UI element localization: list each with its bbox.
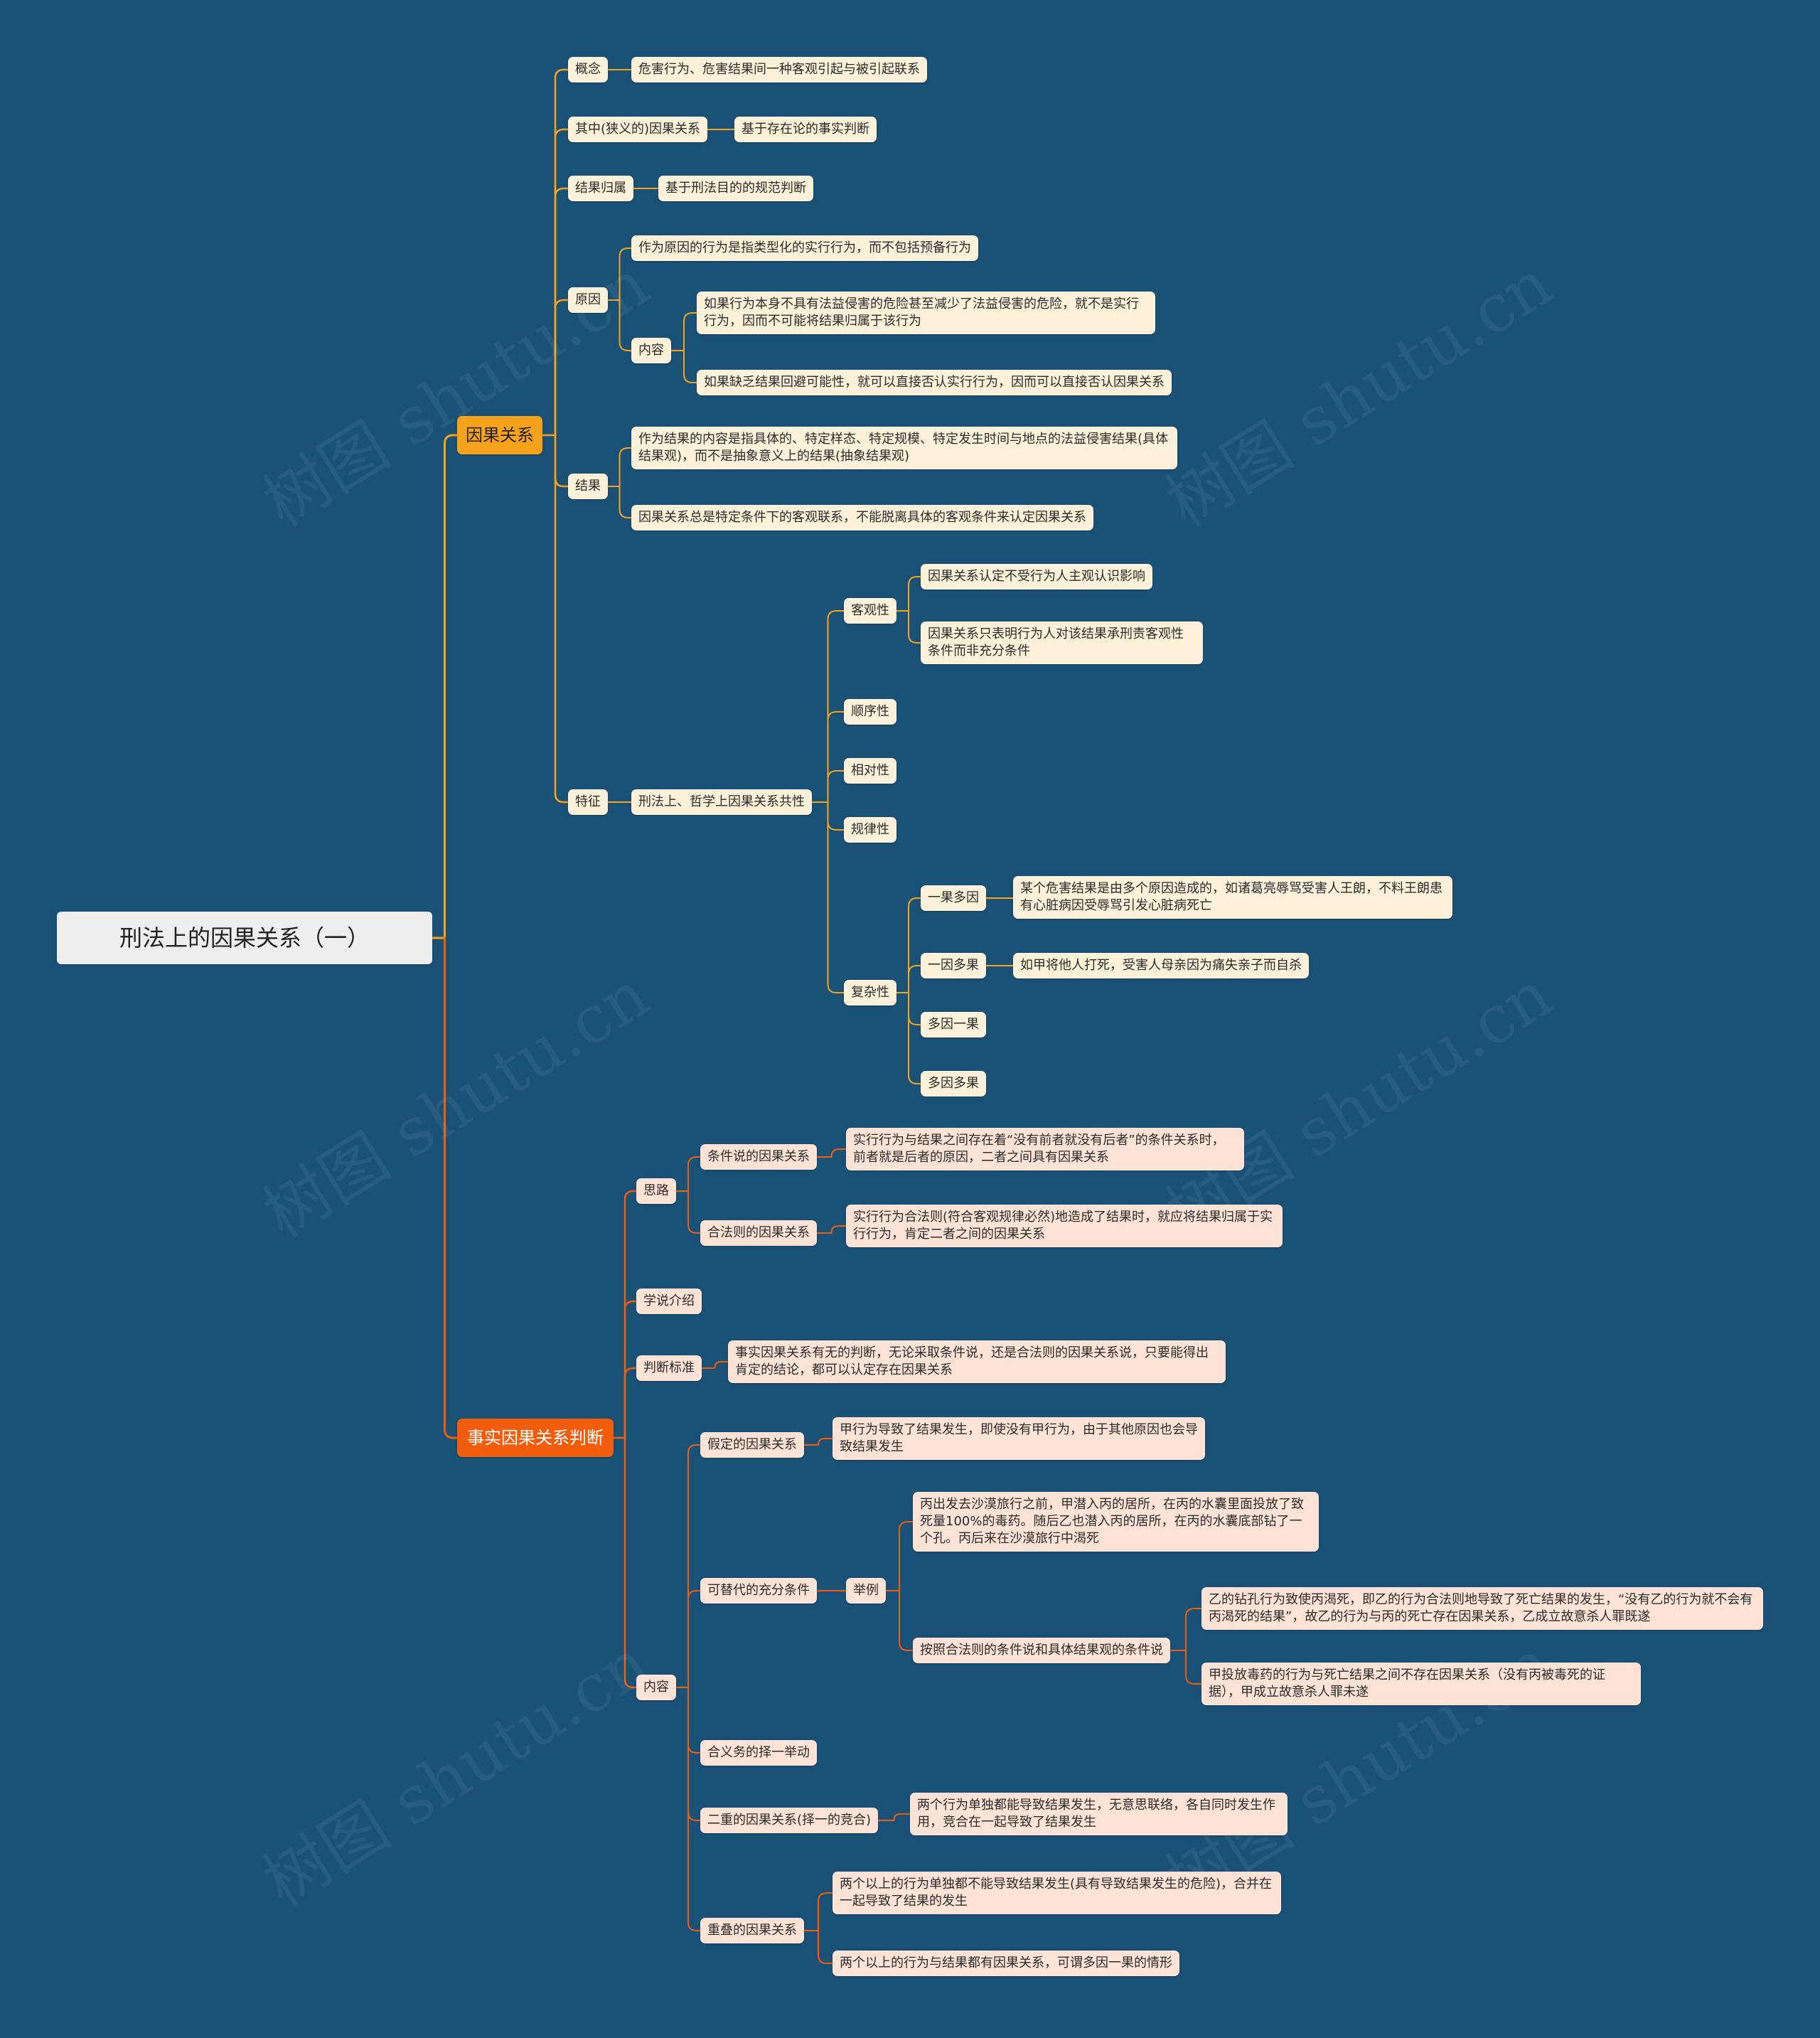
node-concept[interactable]: 概念 [568,57,608,82]
node-by-theory[interactable]: 按照合法则的条件说和具体结果观的条件说 [913,1638,1170,1663]
node-common-nature[interactable]: 刑法上、哲学上因果关系共性 [631,789,812,815]
branch-causal-relation[interactable]: 因果关系 [457,416,542,454]
branch-factual-causation[interactable]: 事实因果关系判断 [457,1419,614,1457]
node-one-cause-many-results-ex[interactable]: 如甲将他人打死，受害人母亲因为痛失亲子而自杀 [1013,953,1309,978]
node-lawful-condition[interactable]: 合法则的因果关系 [700,1220,817,1246]
node-dual-def[interactable]: 两个行为单独都能导致结果发生，无意思联络，各自同时发生作用，竞合在一起导致了结果… [910,1793,1288,1835]
node-many-causes-one-result[interactable]: 多因一果 [921,1012,986,1037]
node-narrow-causation[interactable]: 其中(狭义的)因果关系 [568,117,708,142]
node-complexity[interactable]: 复杂性 [844,980,896,1005]
node-objectivity[interactable]: 客观性 [844,598,896,624]
node-cause-c1[interactable]: 作为原因的行为是指类型化的实行行为，而不包括预备行为 [631,235,978,261]
node-many-causes-many-results[interactable]: 多因多果 [921,1071,986,1097]
node-example[interactable]: 举例 [846,1578,886,1604]
node-overlapping-c2[interactable]: 两个以上的行为与结果都有因果关系，可谓多因一果的情形 [833,1951,1179,1976]
node-cause[interactable]: 原因 [568,287,608,313]
node-result-c2[interactable]: 因果关系总是特定条件下的客观联系，不能脱离具体的客观条件来认定因果关系 [631,505,1093,530]
node-result-c1[interactable]: 作为结果的内容是指具体的、特定样态、特定规模、特定发生时间与地点的法益侵害结果(… [631,427,1177,469]
node-attribution[interactable]: 结果归属 [568,176,633,201]
node-overlapping-causation[interactable]: 重叠的因果关系 [700,1918,804,1943]
node-objectivity-c2[interactable]: 因果关系只表明行为人对该结果承刑责客观性条件而非充分条件 [921,621,1203,664]
node-judgment-standard-def[interactable]: 事实因果关系有无的判断，无论采取条件说，还是合法则的因果关系说，只要能得出肯定的… [728,1340,1226,1383]
node-condition-theory[interactable]: 条件说的因果关系 [700,1144,817,1170]
node-cause-content[interactable]: 内容 [631,338,671,363]
root-topic[interactable]: 刑法上的因果关系（一） [57,912,432,964]
node-lawful-condition-def[interactable]: 实行行为合法则(符合客观规律必然)地造成了结果时，就应将结果归属于实行行为，肯定… [846,1205,1283,1247]
node-approach[interactable]: 思路 [636,1178,676,1204]
node-overlapping-c1[interactable]: 两个以上的行为单独都不能导致结果发生(具有导致结果发生的危险)，合并在一起导致了… [833,1872,1281,1914]
node-concept-def[interactable]: 危害行为、危害结果间一种客观引起与被引起联系 [631,57,927,82]
node-one-result-many-causes-ex[interactable]: 某个危害结果是由多个原因造成的，如诸葛亮辱骂受害人王朗，不料王朗患有心脏病因受辱… [1013,876,1452,919]
node-result[interactable]: 结果 [568,474,608,499]
node-hypothetical-causation[interactable]: 假定的因果关系 [700,1432,804,1458]
node-one-cause-many-results[interactable]: 一因多果 [921,953,986,978]
node-condition-theory-def[interactable]: 实行行为与结果之间存在着“没有前者就没有后者”的条件关系时，前者就是后者的原因，… [846,1128,1244,1170]
node-alternative-sufficient-condition[interactable]: 可替代的充分条件 [700,1578,817,1604]
node-judgment-standard[interactable]: 判断标准 [636,1355,702,1381]
node-content[interactable]: 内容 [636,1675,676,1700]
node-feature[interactable]: 特征 [568,789,608,815]
node-by-theory-c2[interactable]: 甲投放毒药的行为与死亡结果之间不存在因果关系（没有丙被毒死的证据），甲成立故意杀… [1201,1663,1641,1705]
node-doctrine-intro[interactable]: 学说介绍 [636,1289,702,1314]
node-narrow-def[interactable]: 基于存在论的事实判断 [734,117,877,142]
node-regularity[interactable]: 规律性 [844,817,896,843]
node-sequence[interactable]: 顺序性 [844,699,896,725]
node-relativity[interactable]: 相对性 [844,758,896,784]
node-content-c2[interactable]: 如果缺乏结果回避可能性，就可以直接否认实行行为，因而可以直接否认因果关系 [697,370,1172,395]
node-attribution-def[interactable]: 基于刑法目的的规范判断 [658,176,813,201]
node-hypothetical-def[interactable]: 甲行为导致了结果发生，即使没有甲行为，由于其他原因也会导致结果发生 [833,1417,1205,1460]
node-one-result-many-causes[interactable]: 一果多因 [921,885,986,911]
node-content-c1[interactable]: 如果行为本身不具有法益侵害的危险甚至减少了法益侵害的危险，就不是实行行为，因而不… [697,292,1155,334]
node-dual-causation[interactable]: 二重的因果关系(择一的竞合) [700,1808,879,1833]
node-by-theory-c1[interactable]: 乙的钻孔行为致使丙渴死，即乙的行为合法则地导致了死亡结果的发生，“没有乙的行为就… [1201,1587,1763,1630]
node-duty-choice[interactable]: 合义务的择一举动 [700,1740,817,1766]
node-example-case[interactable]: 丙出发去沙漠旅行之前，甲潜入丙的居所，在丙的水囊里面投放了致死量100%的毒药。… [913,1492,1319,1552]
node-objectivity-c1[interactable]: 因果关系认定不受行为人主观认识影响 [921,564,1152,589]
